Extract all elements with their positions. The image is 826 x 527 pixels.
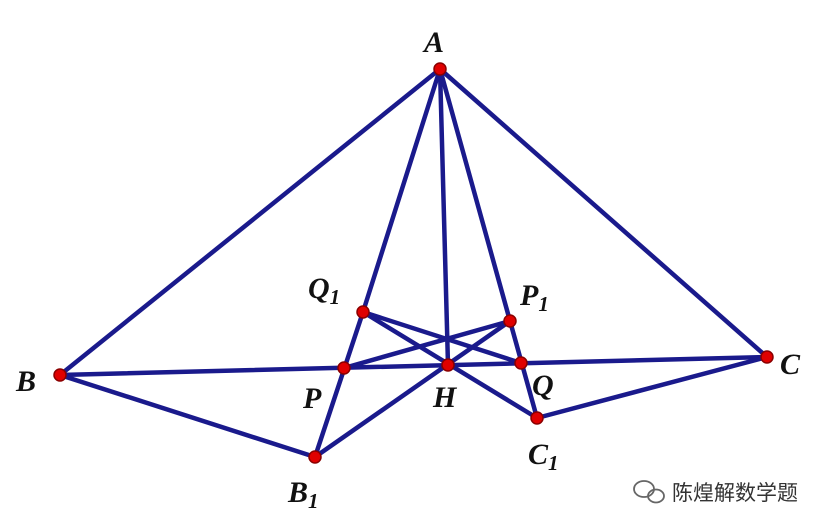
- point-a: [433, 62, 447, 76]
- segment-c-c1: [534, 354, 770, 421]
- point-h: [441, 358, 455, 372]
- segment-a-c: [437, 66, 770, 360]
- point-b: [53, 368, 67, 382]
- segment-b-b1: [57, 372, 318, 460]
- segment-b1-p1: [312, 318, 513, 460]
- label-p: P: [302, 382, 322, 415]
- segment-b-c: [57, 354, 770, 378]
- point-p: [337, 361, 351, 375]
- segment-a-h: [437, 66, 451, 368]
- label-b: B: [15, 365, 36, 398]
- watermark: 陈煌解数学题: [633, 480, 798, 505]
- label-h: H: [432, 381, 458, 414]
- segment-q1-q: [360, 309, 524, 366]
- point-q1: [356, 305, 370, 319]
- label-b1: B1: [287, 476, 319, 513]
- point-b1: [308, 450, 322, 464]
- segments: [57, 66, 770, 460]
- label-c1: C1: [528, 438, 559, 475]
- watermark-text: 陈煌解数学题: [672, 481, 798, 505]
- point-c: [760, 350, 774, 364]
- segment-a-p1: [437, 66, 513, 324]
- segment-a-q1: [360, 66, 443, 315]
- label-a: A: [422, 26, 444, 59]
- segment-c1-p1: [507, 318, 540, 421]
- segment-p1-p: [341, 318, 513, 371]
- label-c: C: [780, 348, 801, 381]
- segment-a-b: [57, 66, 443, 378]
- label-p1: P1: [519, 279, 549, 316]
- point-c1: [530, 411, 544, 425]
- label-q: Q: [532, 369, 554, 402]
- points: [53, 62, 774, 464]
- point-p1: [503, 314, 517, 328]
- wechat-icon: [633, 480, 665, 504]
- label-q1: Q1: [308, 272, 340, 309]
- point-q: [514, 356, 528, 370]
- segment-b1-q1: [312, 309, 366, 460]
